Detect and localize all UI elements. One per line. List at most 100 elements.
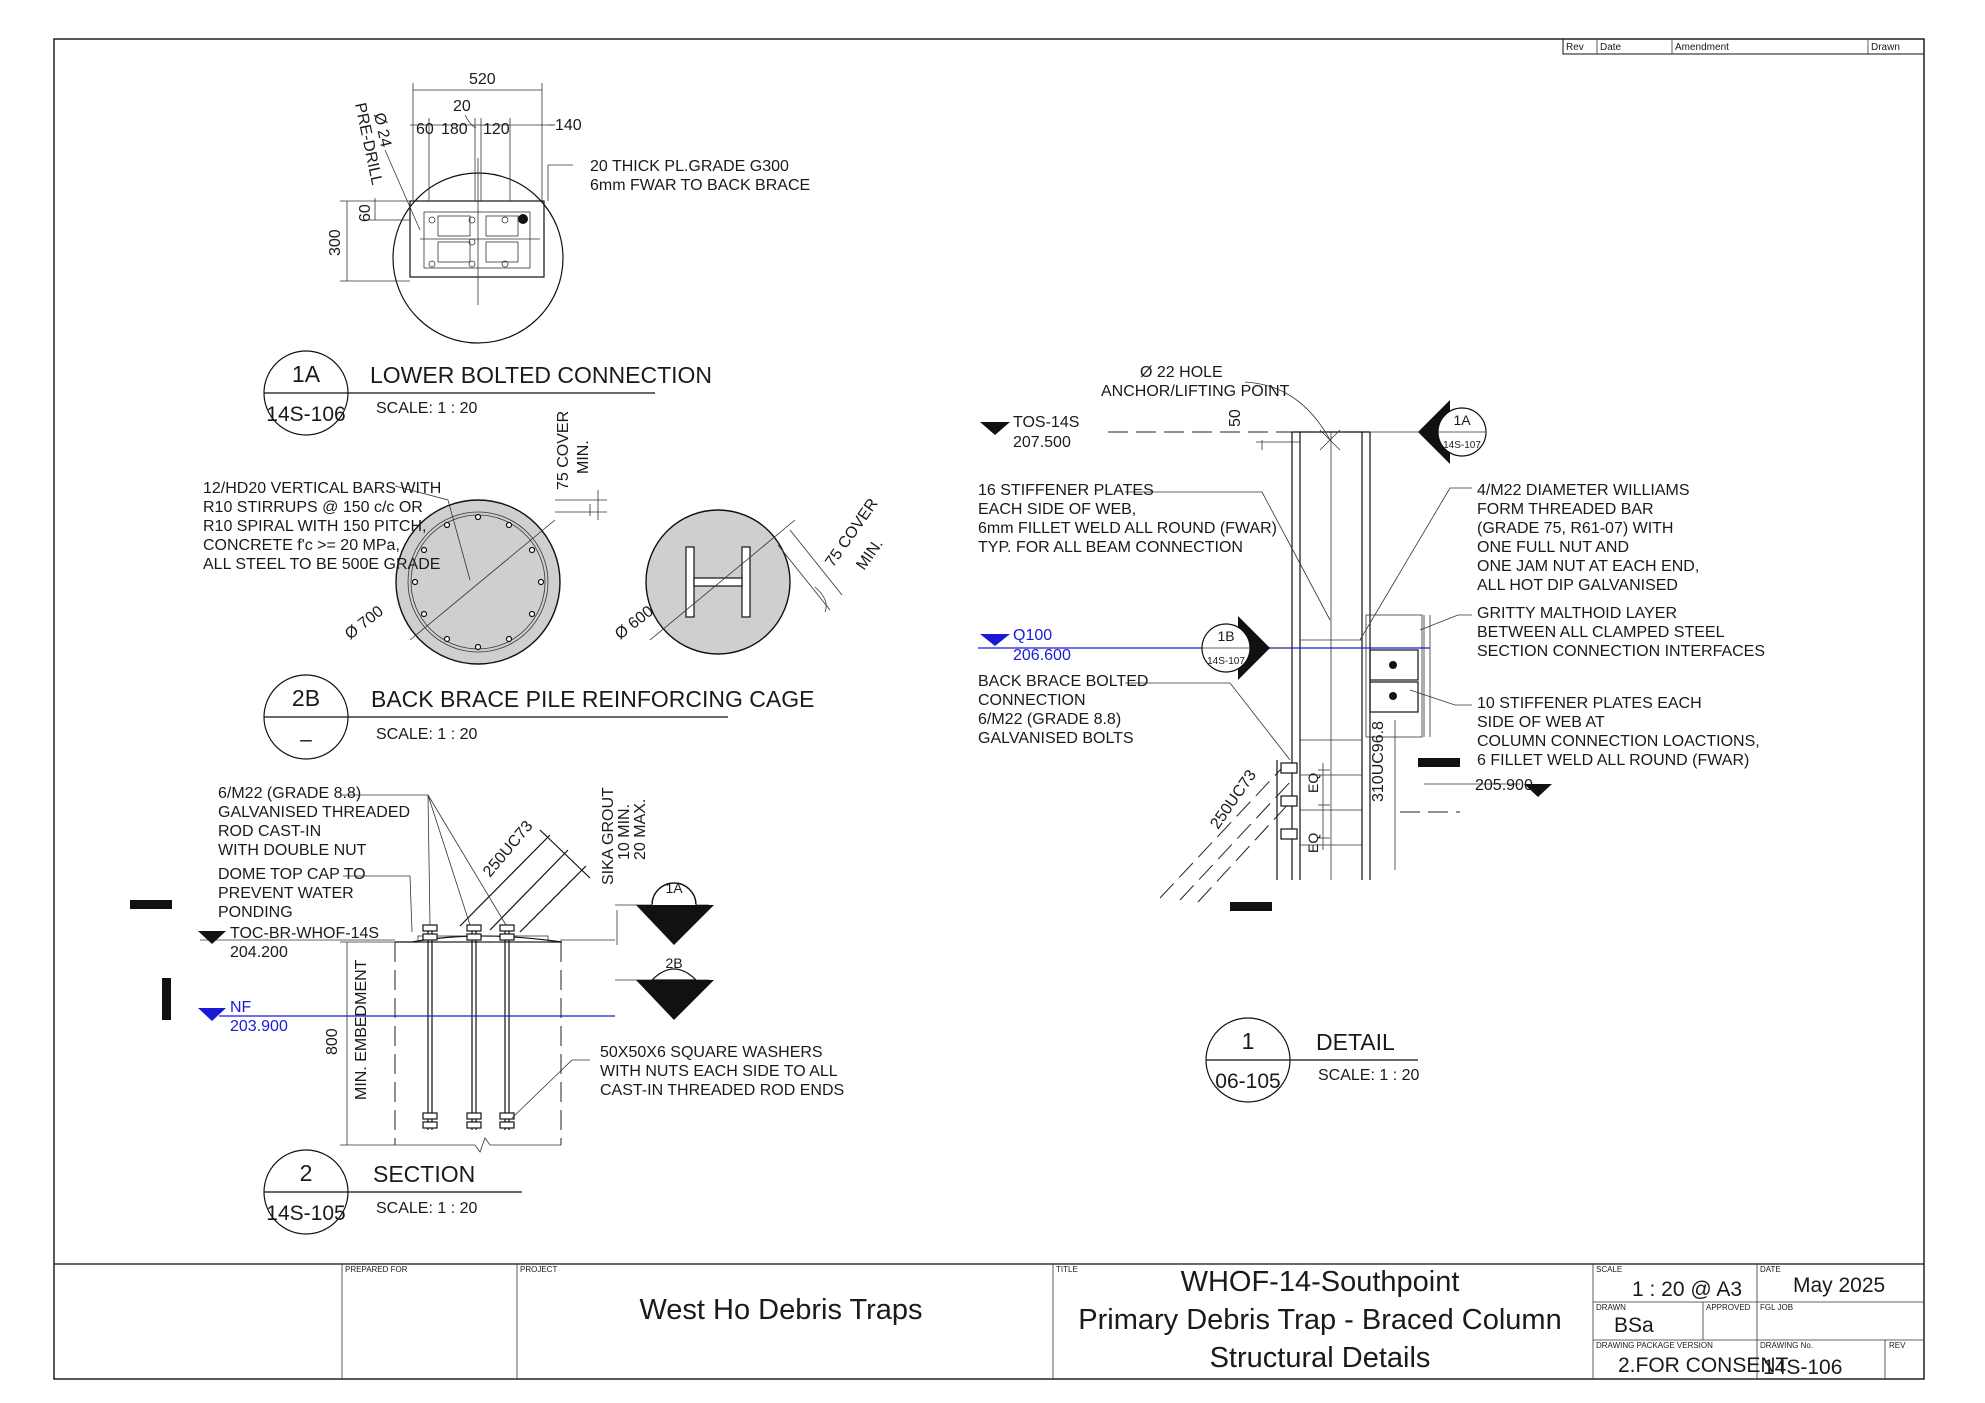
cap-note-line-1: DOME TOP CAP TO: [218, 866, 366, 883]
detail-1a-plan: 520 20 60 180 120 140 300 60 Ø 24 PRE-DR…: [327, 71, 810, 344]
cap-note-line-3: PONDING: [218, 904, 293, 921]
stiffener10-line-3: COLUMN CONNECTION LOACTIONS,: [1477, 733, 1760, 750]
drawing-title-line-2: Primary Debris Trap - Braced Column: [1078, 1304, 1561, 1336]
detail-1a-title: LOWER BOLTED CONNECTION: [370, 362, 712, 388]
dim-120: 120: [483, 121, 510, 138]
washer-note-line-2: WITH NUTS EACH SIDE TO ALL: [600, 1063, 838, 1080]
bolted-line-4: GALVANISED BOLTS: [978, 730, 1134, 747]
section-brace-member: 250UC73: [480, 818, 537, 881]
approved-label: APPROVED: [1706, 1303, 1751, 1312]
sheet-border: [53, 38, 1925, 1380]
detail-2-sheet: 14S-105: [266, 1202, 345, 1225]
callout-2b-ref: 2B: [665, 955, 682, 971]
bolted-line-2: CONNECTION: [978, 692, 1086, 709]
detail-1a-sheet: 14S-106: [266, 403, 345, 426]
revision-table: Rev Date Amendment Drawn: [1562, 38, 1925, 55]
bolted-line-1: BACK BRACE BOLTED: [978, 673, 1148, 690]
malthoid-line-1: GRITTY MALTHOID LAYER: [1477, 605, 1677, 622]
detail-2-label: 2 14S-105 SECTION SCALE: 1 : 20: [263, 1149, 522, 1235]
nf-level-value: 203.900: [230, 1018, 288, 1035]
cage-note-line-4: CONCRETE f'c >= 20 MPa,: [203, 537, 400, 554]
threaded-line-3: (GRADE 75, R61-07) WITH: [1477, 520, 1673, 537]
stiffener16-line-1: 16 STIFFENER PLATES: [978, 482, 1154, 499]
threaded-line-6: ALL HOT DIP GALVANISED: [1477, 577, 1678, 594]
cage-note-line-3: R10 SPIRAL WITH 150 PITCH,: [203, 518, 426, 535]
detail-1-label: 1 06-105 DETAIL SCALE: 1 : 20: [1205, 1017, 1419, 1103]
prepared-for-label: PREPARED FOR: [345, 1265, 408, 1274]
tos-level-value: 207.500: [1013, 434, 1071, 451]
dim-520: 520: [469, 71, 496, 88]
dim-300: 300: [327, 229, 344, 256]
grout-line-2: 10 MIN.: [616, 804, 633, 860]
detail-2b-ref: 2B: [292, 685, 320, 711]
rev-header-amendment: Amendment: [1675, 42, 1729, 53]
column-member: 310UC96.8: [1370, 721, 1387, 802]
detail-1-callout-1b-sheet: 14S-107: [1207, 656, 1245, 667]
predrill-dia: Ø 24: [370, 111, 394, 149]
detail-1-scale: SCALE: 1 : 20: [1318, 1067, 1419, 1084]
embedment-dim: 800: [324, 1028, 341, 1055]
hole-note-line-2: ANCHOR/LIFTING POINT: [1101, 383, 1290, 400]
dim-180: 180: [441, 121, 468, 138]
rod-note-line-1: 6/M22 (GRADE 8.8): [218, 785, 361, 802]
drawing-title-line-1: WHOF-14-Southpoint: [1181, 1266, 1460, 1298]
date-value: May 2025: [1793, 1274, 1885, 1297]
package-label: DRAWING PACKAGE VERSION: [1596, 1341, 1713, 1350]
dim-140: 140: [555, 117, 582, 134]
washer-note-line-1: 50X50X6 SQUARE WASHERS: [600, 1044, 823, 1061]
low-level-value: 205.900: [1475, 777, 1533, 794]
detail-2-scale: SCALE: 1 : 20: [376, 1200, 477, 1217]
dia-600: Ø 600: [612, 603, 657, 643]
detail-2-section: 6/M22 (GRADE 8.8) GALVANISED THREADED RO…: [130, 785, 844, 1153]
detail-1-elevation: Ø 22 HOLE ANCHOR/LIFTING POINT 50 TOS-14…: [978, 364, 1765, 911]
date-label: DATE: [1760, 1265, 1781, 1274]
callout-1a-sheet: -: [672, 908, 677, 924]
title-label: TITLE: [1056, 1265, 1078, 1274]
bolted-line-3: 6/M22 (GRADE 8.8): [978, 711, 1121, 728]
detail-1a-label: 1A 14S-106 LOWER BOLTED CONNECTION SCALE…: [263, 350, 712, 436]
fgl-job-label: FGL JOB: [1760, 1303, 1793, 1312]
rod-note-line-3: ROD CAST-IN: [218, 823, 321, 840]
plate-note-line-1: 20 THICK PL.GRADE G300: [590, 158, 789, 175]
detail-1a-scale: SCALE: 1 : 20: [376, 400, 477, 417]
hole-dim-50: 50: [1227, 409, 1244, 427]
detail-2b-label: 2B – BACK BRACE PILE REINFORCING CAGE SC…: [263, 674, 814, 760]
scale-label: SCALE: [1596, 1265, 1622, 1274]
package-value: 2.FOR CONSENT: [1618, 1354, 1789, 1377]
hole-note-line-1: Ø 22 HOLE: [1140, 364, 1223, 381]
detail-1-callout-1a-ref: 1A: [1453, 412, 1471, 428]
detail-2b-sheet: –: [300, 728, 312, 751]
stiffener10-line-1: 10 STIFFENER PLATES EACH: [1477, 695, 1702, 712]
rev-header-drawn: Drawn: [1871, 42, 1900, 53]
dim-60-top: 60: [416, 121, 434, 138]
project-name: West Ho Debris Traps: [639, 1294, 922, 1326]
title-block: PREPARED FOR PROJECT West Ho Debris Trap…: [54, 1263, 1924, 1379]
rev-header-date: Date: [1600, 42, 1622, 53]
plate-note-line-2: 6mm FWAR TO BACK BRACE: [590, 177, 810, 194]
rod-note-line-2: GALVANISED THREADED: [218, 804, 410, 821]
detail-2-ref: 2: [300, 1160, 313, 1186]
stiffener10-line-4: 6 FILLET WELD ALL ROUND (FWAR): [1477, 752, 1749, 769]
q100-level-value: 206.600: [1013, 647, 1071, 664]
malthoid-line-3: SECTION CONNECTION INTERFACES: [1477, 643, 1765, 660]
detail-2b-title: BACK BRACE PILE REINFORCING CAGE: [371, 686, 814, 712]
threaded-line-2: FORM THREADED BAR: [1477, 501, 1654, 518]
detail-1-callout-1b-ref: 1B: [1217, 628, 1234, 644]
malthoid-line-2: BETWEEN ALL CLAMPED STEEL: [1477, 624, 1725, 641]
cover-2-line-2: MIN.: [853, 536, 886, 573]
drawing-no-label: DRAWING No.: [1760, 1341, 1813, 1350]
drawn-label: DRAWN: [1596, 1303, 1626, 1312]
detail-1-title: DETAIL: [1316, 1029, 1395, 1055]
grout-line-1: SIKA GROUT: [600, 787, 617, 885]
callout-1a-ref: 1A: [665, 880, 683, 896]
toc-level-value: 204.200: [230, 944, 288, 961]
rev-header-rev: Rev: [1566, 42, 1584, 53]
cage-note-line-5: ALL STEEL TO BE 500E GRADE: [203, 556, 440, 573]
cover-1-line-2: MIN.: [575, 440, 592, 474]
eq-label-1: EQ: [1305, 773, 1321, 793]
dia-700: Ø 700: [342, 603, 387, 643]
cage-note-line-2: R10 STIRRUPS @ 150 c/c OR: [203, 499, 423, 516]
project-label: PROJECT: [520, 1265, 557, 1274]
detail-2b-sections: 12/HD20 VERTICAL BARS WITH R10 STIRRUPS …: [203, 411, 887, 665]
eq-label-2: EQ: [1305, 833, 1321, 853]
